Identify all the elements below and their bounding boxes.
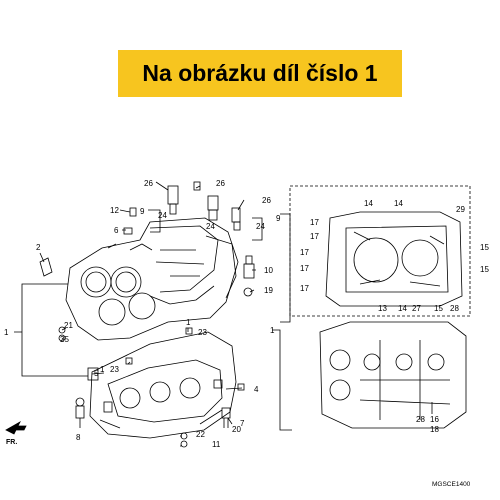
callout-26: 26 bbox=[216, 179, 225, 188]
callout-17: 17 bbox=[300, 264, 309, 273]
callout-4: 4 bbox=[254, 385, 259, 394]
callout-14: 14 bbox=[394, 199, 403, 208]
callout-11: 11 bbox=[212, 440, 221, 449]
callout-15: 15 bbox=[480, 265, 489, 274]
drawing-code: MGSCE1400 bbox=[432, 481, 471, 488]
bolt-layout-box bbox=[280, 185, 471, 323]
callout-27: 27 bbox=[412, 304, 421, 313]
callout-24: 24 bbox=[256, 222, 265, 231]
callout-19: 19 bbox=[264, 286, 273, 295]
callout-7: 7 bbox=[240, 419, 245, 428]
callout-9: 9 bbox=[140, 207, 145, 216]
callout-labels: 1 1 1 1 2 4 5 6 7 8 9 9 10 11 12 13 14 1… bbox=[4, 179, 489, 449]
callout-9: 9 bbox=[276, 214, 281, 223]
callout-17: 17 bbox=[310, 232, 319, 241]
callout-23: 23 bbox=[198, 328, 207, 337]
callout-14: 14 bbox=[364, 199, 373, 208]
callout-26: 26 bbox=[144, 179, 153, 188]
callout-1: 1 bbox=[4, 328, 9, 337]
front-direction-arrow bbox=[5, 420, 27, 435]
callout-29: 29 bbox=[456, 205, 465, 214]
callout-21: 21 bbox=[64, 321, 73, 330]
front-marker-label: FR. bbox=[6, 439, 17, 446]
small-parts-drawing bbox=[39, 181, 255, 448]
callout-23: 23 bbox=[110, 365, 119, 374]
callout-22: 22 bbox=[196, 430, 205, 439]
callout-28: 28 bbox=[450, 304, 459, 313]
callout-24: 24 bbox=[206, 222, 215, 231]
callout-12: 12 bbox=[110, 206, 119, 215]
callout-17: 17 bbox=[310, 218, 319, 227]
callout-1: 1 bbox=[270, 326, 275, 335]
callout-10: 10 bbox=[264, 266, 273, 275]
part-number-banner: Na obrázku díl číslo 1 bbox=[118, 50, 402, 97]
callout-1: 1 bbox=[186, 318, 191, 327]
banner-title: Na obrázku díl číslo 1 bbox=[142, 60, 378, 86]
callout-18: 18 bbox=[430, 425, 439, 434]
callout-16: 16 bbox=[430, 415, 439, 424]
callout-8: 8 bbox=[76, 433, 81, 442]
lower-case-right-drawing bbox=[272, 321, 467, 431]
callout-15: 15 bbox=[434, 304, 443, 313]
callout-13: 13 bbox=[378, 304, 387, 313]
callout-17: 17 bbox=[300, 284, 309, 293]
callout-6: 6 bbox=[114, 226, 119, 235]
callout-20: 20 bbox=[232, 425, 241, 434]
callout-28: 28 bbox=[416, 415, 425, 424]
callout-14: 14 bbox=[398, 304, 407, 313]
callout-1: 1 bbox=[100, 365, 105, 374]
lower-crankcase-drawing bbox=[89, 331, 237, 439]
callout-24: 24 bbox=[158, 211, 167, 220]
callout-15: 15 bbox=[480, 243, 489, 252]
callout-17: 17 bbox=[300, 248, 309, 257]
callout-2: 2 bbox=[36, 243, 41, 252]
callout-5: 5 bbox=[94, 369, 99, 378]
leader-lines bbox=[14, 181, 263, 447]
callout-26: 26 bbox=[262, 196, 271, 205]
upper-crankcase-drawing bbox=[65, 217, 239, 341]
callout-25: 25 bbox=[60, 335, 69, 344]
